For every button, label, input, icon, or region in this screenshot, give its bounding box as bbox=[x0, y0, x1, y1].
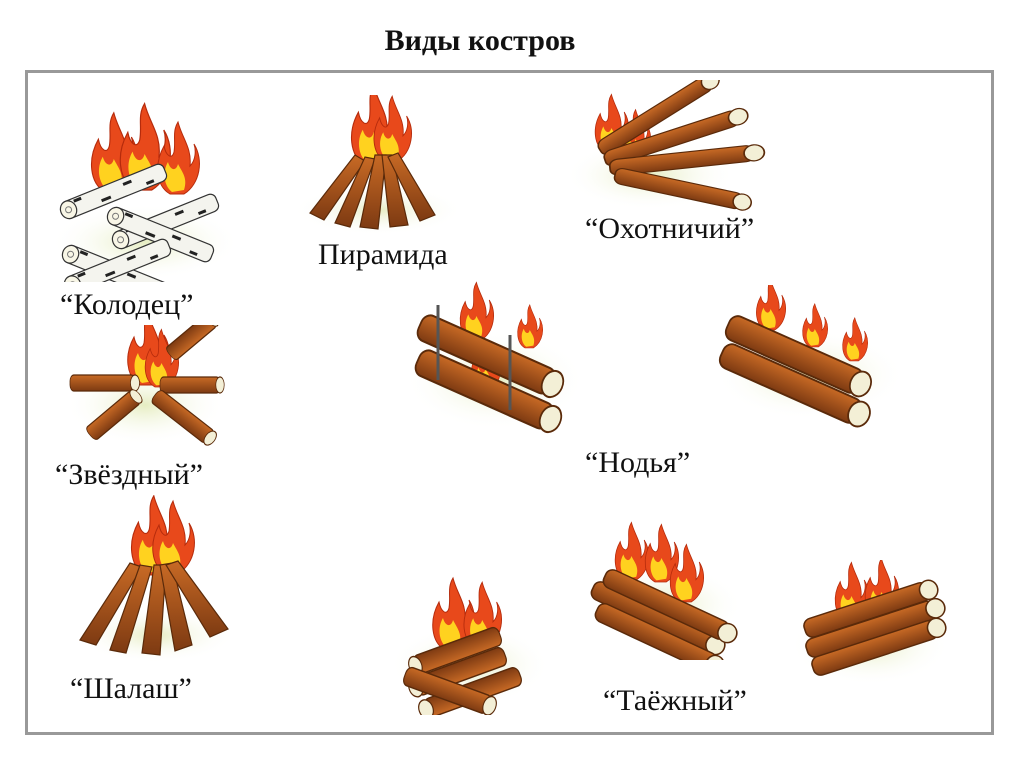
slide-title: Виды костров bbox=[384, 24, 576, 57]
fire-label-taezhnyy: “Таёжный” bbox=[603, 684, 747, 717]
nodya-fire-illustration-2 bbox=[715, 285, 905, 431]
fire-label-okhotnichiy: “Охотничий” bbox=[585, 212, 755, 245]
star-fire-illustration bbox=[65, 325, 225, 448]
hut-fire-illustration bbox=[75, 495, 235, 663]
hunting-fire-illustration bbox=[565, 80, 767, 213]
taiga-fire-illustration-3 bbox=[790, 560, 950, 685]
pyramid-fire-illustration bbox=[293, 95, 463, 235]
fire-label-shalash: “Шалаш” bbox=[70, 672, 192, 705]
nodya-fire-illustration-1 bbox=[405, 281, 585, 437]
fire-label-nodya: “Нодья” bbox=[585, 446, 691, 479]
fire-label-kolodets: “Колодец” bbox=[60, 288, 194, 321]
fire-label-zvezdnyy: “Звёздный” bbox=[55, 458, 203, 491]
taiga-fire-illustration-1 bbox=[390, 577, 550, 715]
fire-label-piramida: Пирамида bbox=[318, 238, 448, 271]
well-fire-illustration bbox=[50, 102, 240, 282]
taiga-fire-illustration-2 bbox=[587, 522, 743, 660]
